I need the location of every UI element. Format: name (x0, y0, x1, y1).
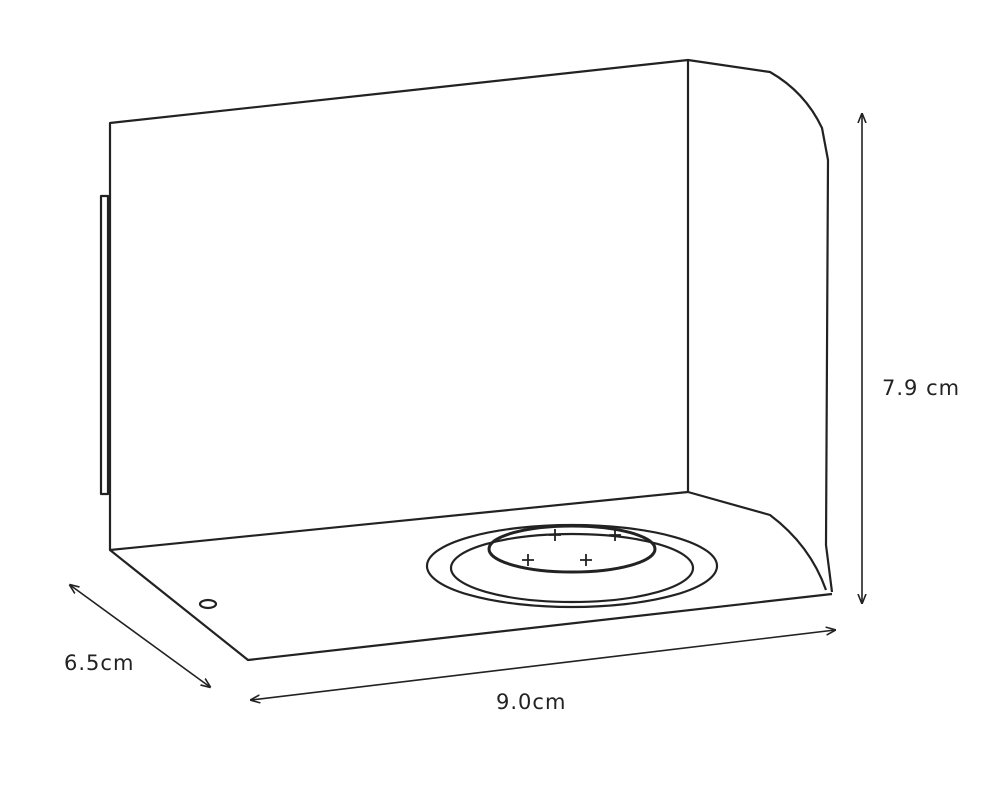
back-face (108, 58, 690, 552)
side-profile (687, 58, 834, 593)
lens (425, 523, 719, 609)
lens-screws (522, 529, 621, 566)
depth-arrow (70, 585, 210, 687)
switch (198, 598, 218, 610)
lens-outer-ring (425, 523, 719, 609)
lens-inner (487, 524, 657, 574)
mount-bracket (99, 194, 110, 496)
width-label: 9.0cm (496, 690, 567, 714)
height-label: 7.9 cm (882, 376, 961, 400)
depth-label: 6.5cm (64, 651, 135, 675)
width-arrow (251, 630, 835, 700)
lens-middle-ring (449, 532, 695, 604)
dimension-arrows (70, 114, 862, 700)
fixture-body (99, 58, 834, 662)
base-inner-edge (687, 490, 828, 591)
